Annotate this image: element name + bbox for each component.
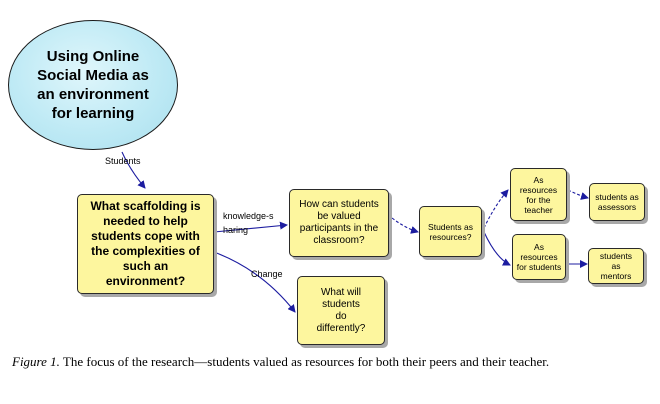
edge-label-change: Change [251, 269, 283, 279]
valued-node: How can students be valued participants … [289, 189, 389, 257]
resources-node-text: Students as resources? [428, 221, 473, 242]
differently-node: What will students do differently? [297, 276, 385, 345]
edge-label-knowledge-sharing: knowledge-sharing [223, 211, 274, 235]
edge-scaffolding-to-valued [213, 221, 288, 233]
edge-topic-to-scaffolding [121, 151, 146, 189]
assessors-node: students as assessors [589, 183, 645, 221]
figure-caption-text: The focus of the research—students value… [59, 354, 550, 369]
scaffolding-node-text: What scaffolding is needed to help stude… [90, 199, 201, 288]
assessors-node-text: students as assessors [595, 192, 639, 212]
edge-resources-to-students-res [483, 231, 511, 266]
edge-scaffolding-to-differently [213, 251, 296, 313]
mentors-node-text: students as mentors [599, 251, 633, 281]
edge-teacher-res-to-assessors [567, 189, 589, 200]
resources-node: Students as resources? [419, 206, 482, 257]
scaffolding-node: What scaffolding is needed to help stude… [77, 194, 214, 294]
teacher-resources-node: As resources for the teacher [510, 168, 567, 221]
teacher-resources-node-text: As resources for the teacher [519, 174, 558, 215]
figure-caption-label: Figure 1. [12, 354, 60, 369]
student-resources-node-text: As resources for students [516, 242, 562, 272]
edge-valued-to-resources [391, 217, 419, 234]
topic-node-text: Using Online Social Media as an environm… [37, 48, 149, 122]
student-resources-node: As resources for students [512, 234, 566, 280]
topic-node: Using Online Social Media as an environm… [8, 20, 178, 150]
edge-resources-to-teacher-res [483, 189, 509, 229]
figure-caption: Figure 1. The focus of the research—stud… [12, 352, 632, 372]
mentors-node: students as mentors [588, 248, 644, 284]
valued-node-text: How can students be valued participants … [299, 199, 379, 246]
edge-label-students: Students [105, 156, 141, 166]
differently-node-text: What will students do differently? [316, 286, 366, 334]
